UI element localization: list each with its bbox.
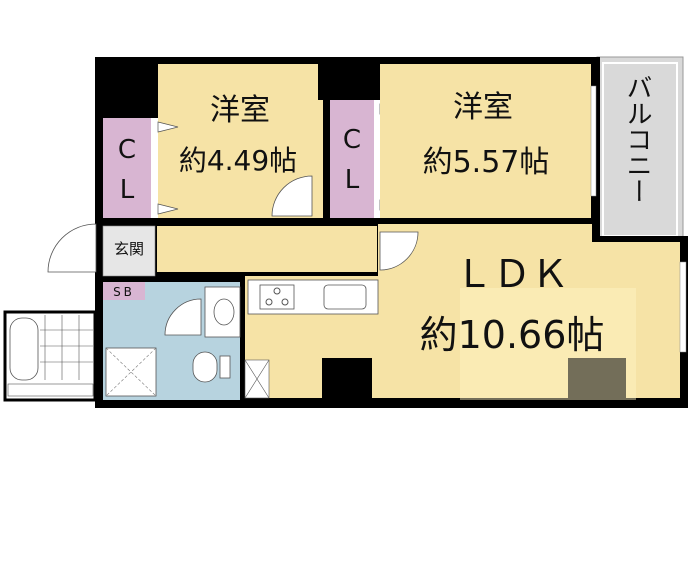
entrance	[102, 225, 156, 277]
entrance-label: 玄関	[114, 240, 144, 258]
sink-icon	[323, 284, 367, 310]
closet-1	[103, 118, 151, 218]
ldk-size: 約10.66帖	[420, 313, 605, 357]
closet-1-l: L	[120, 175, 135, 205]
western-room-2	[380, 64, 591, 218]
western-room-1-size: 約4.49帖	[179, 144, 297, 177]
closet-2-c: C	[343, 125, 361, 155]
watermark-logo	[460, 288, 636, 400]
closet-1-c: C	[118, 135, 136, 165]
shoe-box-label: SB	[113, 285, 135, 299]
western-room-2-size: 約5.57帖	[423, 145, 550, 180]
western-room-2-name: 洋室	[453, 90, 513, 125]
hallway	[157, 226, 377, 272]
western-room-1-name: 洋室	[210, 93, 270, 128]
ldk-label: ＬＤＫ	[455, 252, 569, 296]
closet-2-l: L	[345, 165, 360, 195]
stove-icon	[259, 284, 295, 310]
ldk-room	[245, 224, 680, 398]
balcony-label: バルコニー	[622, 74, 652, 204]
closet-2	[330, 100, 374, 218]
